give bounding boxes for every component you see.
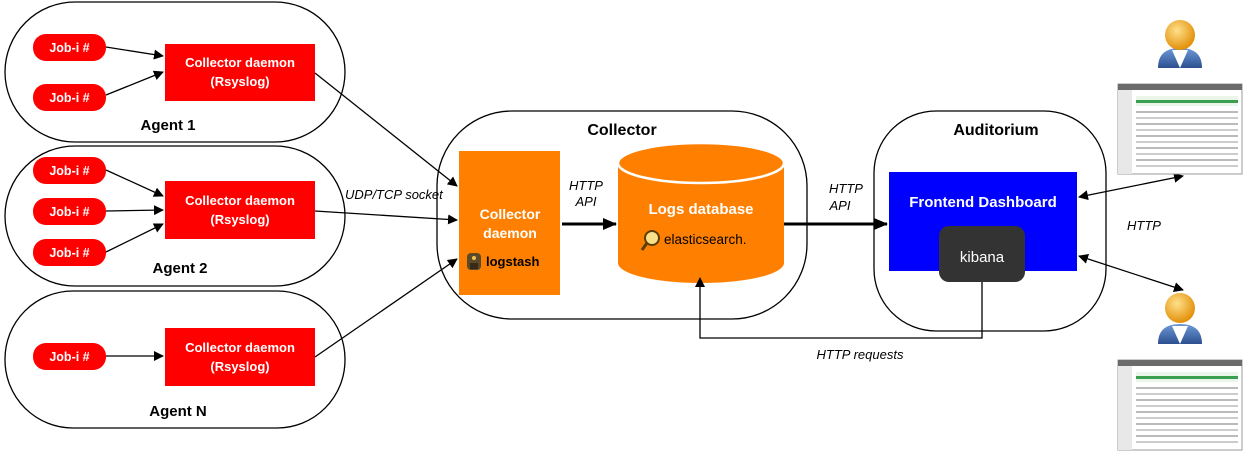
elasticsearch-icon bbox=[640, 230, 660, 251]
logstash-collector-daemon-node bbox=[459, 151, 560, 295]
http-requests-label: HTTP requests bbox=[817, 347, 904, 362]
daemon-label-line1: Collector daemon bbox=[185, 193, 295, 208]
agent-1-group: Job-i # Job-i # Collector daemon (Rsyslo… bbox=[4, 1, 346, 143]
daemon-label-line2: (Rsyslog) bbox=[210, 359, 269, 374]
logstash-logo-text: logstash bbox=[486, 254, 540, 269]
collector-container bbox=[436, 110, 808, 320]
agent-label: Agent N bbox=[149, 403, 207, 420]
job-label: Job-i # bbox=[49, 350, 89, 364]
agent-label: Agent 2 bbox=[152, 260, 207, 277]
kibana-logo-node bbox=[939, 226, 1025, 282]
logs-database-node bbox=[616, 141, 786, 283]
http-api-label-line2: API bbox=[575, 194, 597, 209]
daemon-label-line2: (Rsyslog) bbox=[210, 212, 269, 227]
daemon-label-line2: (Rsyslog) bbox=[210, 74, 269, 89]
agent-n-container bbox=[4, 290, 346, 429]
collector-daemon-rsyslog-node bbox=[165, 44, 315, 101]
collector-daemon-line2: daemon bbox=[483, 225, 537, 241]
auditorium-group: Auditorium Frontend Dashboard kibana bbox=[873, 110, 1107, 332]
auditorium-title: Auditorium bbox=[953, 122, 1038, 139]
job-label: Job-i # bbox=[49, 91, 89, 105]
user-icon bbox=[1158, 20, 1202, 68]
udp-tcp-socket-label: UDP/TCP socket bbox=[345, 187, 444, 202]
dashboard-screenshot-icon bbox=[1117, 83, 1243, 175]
agent-label: Agent 1 bbox=[140, 117, 195, 134]
dashboard-title: Frontend Dashboard bbox=[909, 194, 1057, 211]
http-api-label-2-line1: HTTP bbox=[829, 181, 863, 196]
daemon-label-line1: Collector daemon bbox=[185, 55, 295, 70]
collector-daemon-rsyslog-node bbox=[165, 328, 315, 386]
job-node bbox=[33, 84, 106, 111]
collector-daemon-line1: Collector bbox=[480, 206, 541, 222]
elasticsearch-logo-text: elasticsearch. bbox=[664, 232, 747, 247]
dashboard-screenshot-icon bbox=[1117, 359, 1243, 451]
kibana-logo-text: kibana bbox=[960, 249, 1005, 266]
logstash-icon bbox=[467, 253, 481, 270]
job-label: Job-i # bbox=[49, 246, 89, 260]
job-label: Job-i # bbox=[49, 205, 89, 219]
job-node bbox=[33, 157, 106, 184]
agent-n-group: Job-i # Collector daemon (Rsyslog) Agent… bbox=[4, 290, 346, 429]
job-node bbox=[33, 34, 106, 61]
collector-title: Collector bbox=[587, 122, 656, 139]
job-node bbox=[33, 239, 106, 266]
user-icon bbox=[1158, 293, 1202, 344]
http-api-label-2-line2: API bbox=[829, 198, 851, 213]
agent-1-container bbox=[4, 1, 346, 143]
http-api-label-line1: HTTP bbox=[569, 178, 603, 193]
agent-2-container bbox=[4, 145, 346, 287]
http-label: HTTP bbox=[1127, 218, 1161, 233]
db-title: Logs database bbox=[648, 201, 753, 218]
job-label: Job-i # bbox=[49, 41, 89, 55]
daemon-label-line1: Collector daemon bbox=[185, 340, 295, 355]
collector-group: Collector Collector daemon logstash Logs… bbox=[436, 110, 808, 320]
collector-daemon-rsyslog-node bbox=[165, 181, 315, 239]
job-label: Job-i # bbox=[49, 164, 89, 178]
job-node bbox=[33, 343, 106, 370]
agent-2-group: Job-i # Job-i # Job-i # Collector daemon… bbox=[4, 145, 346, 287]
job-node bbox=[33, 198, 106, 225]
